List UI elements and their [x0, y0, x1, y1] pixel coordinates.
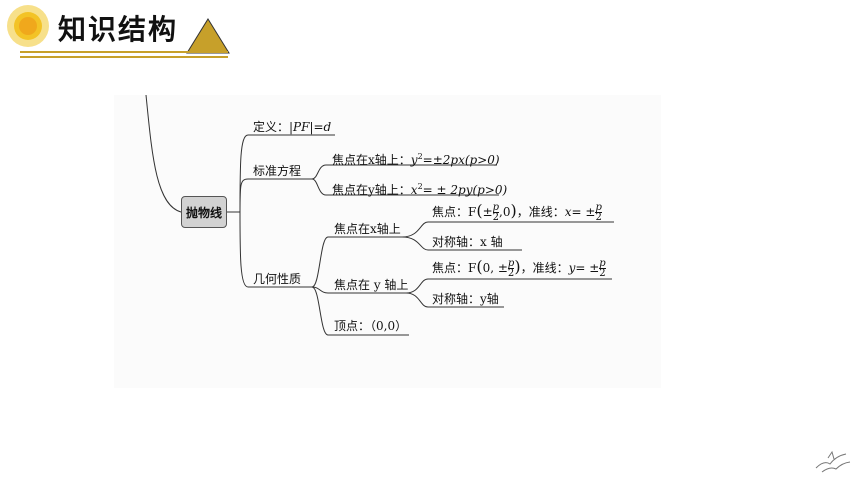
standard-y-axis-node: 焦点在y轴上：x2= ± 2py(p>0) — [332, 182, 508, 197]
page-title: 知识结构 — [58, 13, 179, 46]
geo-y-axis-of-symmetry: 对称轴：y轴 — [432, 292, 499, 306]
triangle-decoration-icon — [186, 18, 230, 54]
mindmap-panel: 抛物线 定义：|PF|=d 标准方程 焦点在x轴上：y2=±2px(p>0) 焦… — [114, 95, 661, 388]
definition-node: 定义：|PF|=d — [253, 120, 332, 134]
sun-badge-icon — [7, 5, 49, 47]
mindmap-connectors — [145, 95, 614, 336]
geo-x-axis-node: 焦点在x轴上 — [334, 222, 401, 236]
root-node: 抛物线 — [181, 196, 227, 228]
vertex-node: 顶点：（0,0） — [334, 319, 408, 333]
geo-y-axis-node: 焦点在 y 轴上 — [334, 278, 409, 292]
geometric-properties-node: 几何性质 — [253, 272, 302, 286]
standard-x-axis-node: 焦点在x轴上：y2=±2px(p>0) — [332, 152, 500, 167]
standard-equation-node: 标准方程 — [253, 164, 302, 178]
geo-x-axis-of-symmetry: 对称轴：x 轴 — [432, 235, 503, 249]
title-underline — [20, 51, 228, 58]
flying-cranes-icon — [815, 450, 851, 473]
